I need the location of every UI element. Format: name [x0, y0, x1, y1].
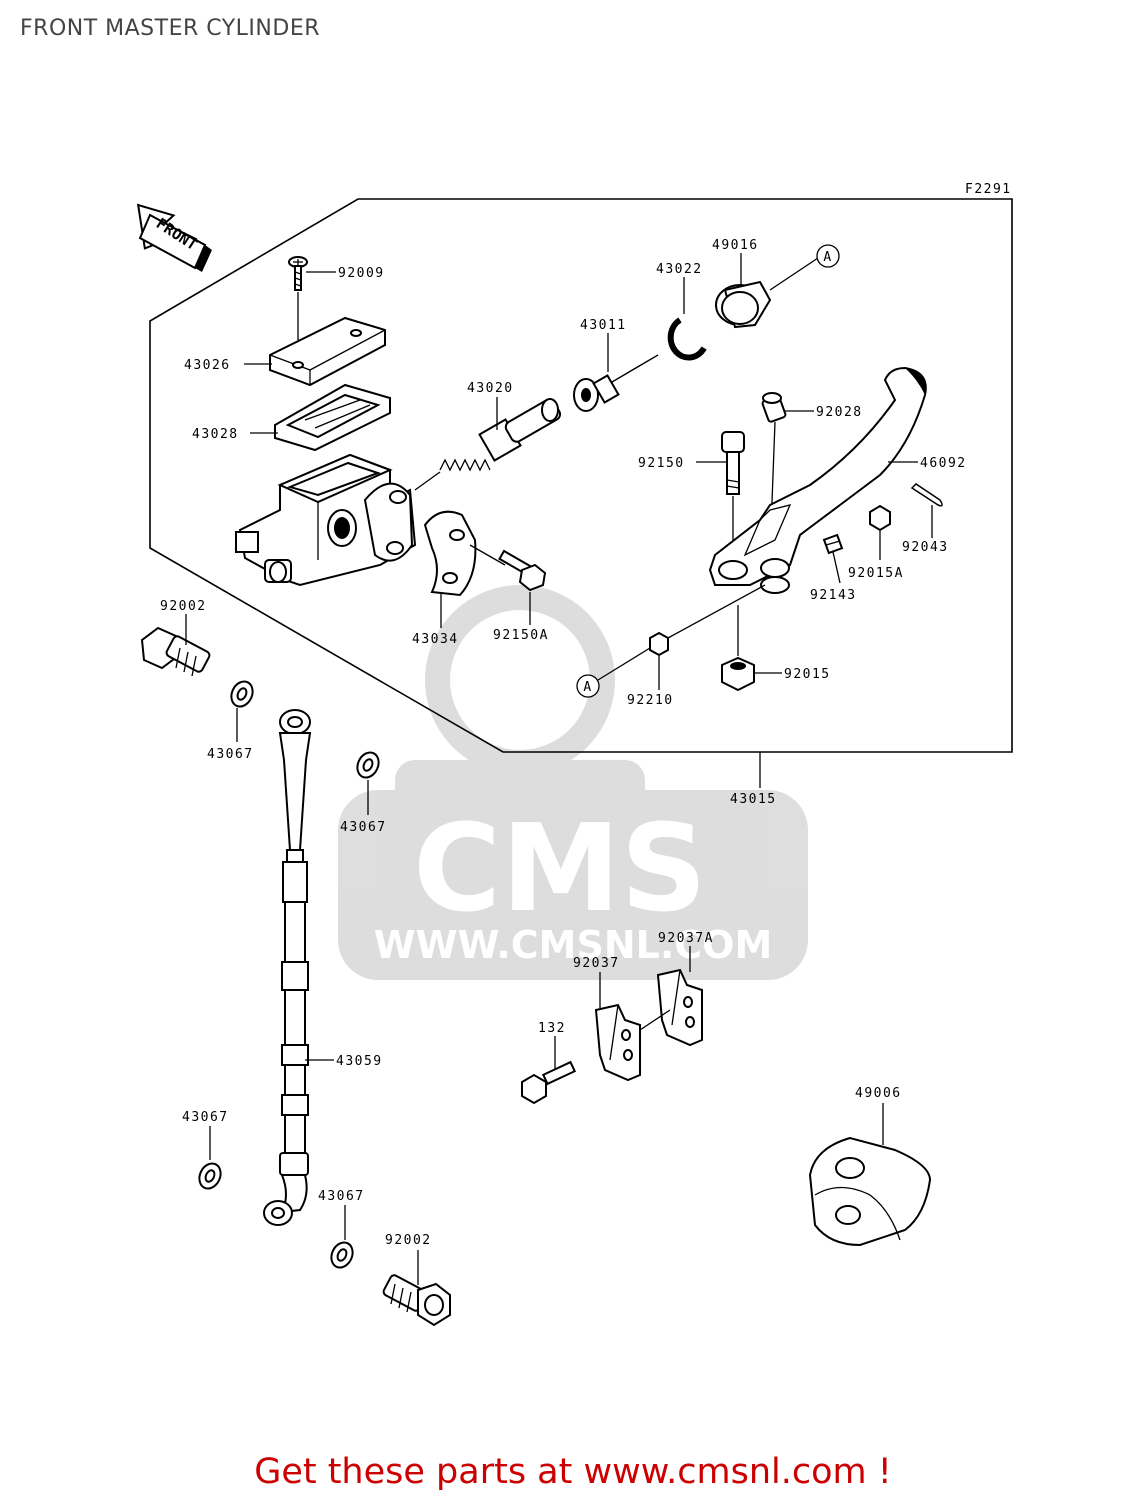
washer-c-icon: [198, 1162, 222, 1190]
watermark: CMS WWW.CMSNL.COM: [338, 585, 808, 980]
label-43067-d: 43067: [318, 1189, 365, 1204]
switch-housing-icon: [808, 1136, 932, 1247]
cotter-pin-icon: [910, 483, 943, 507]
clamp-bolt-icon: [498, 549, 547, 592]
label-92028: 92028: [816, 405, 863, 420]
nut-92210-icon: [649, 631, 669, 657]
svg-text:A: A: [823, 250, 832, 265]
label-49006: 49006: [855, 1086, 902, 1101]
banjo-bolt-bottom-icon: [382, 1274, 451, 1327]
label-43020: 43020: [467, 381, 514, 396]
footer-cta-link[interactable]: Get these parts at www.cmsnl.com !: [254, 1452, 892, 1492]
label-43015: 43015: [730, 792, 777, 807]
figure-code: F2291: [965, 182, 1012, 197]
label-46092: 46092: [920, 456, 967, 471]
screw-92009-icon: [288, 256, 308, 291]
label-92143: 92143: [810, 588, 857, 603]
watermark-url: WWW.CMSNL.COM: [374, 923, 773, 967]
piston-spring-icon: [439, 398, 562, 472]
label-43059: 43059: [336, 1054, 383, 1069]
brake-hose-icon: [263, 709, 312, 1226]
assembly-frame: [149, 198, 1013, 753]
adjuster-icon: [822, 533, 844, 555]
circlip-icon: [667, 317, 707, 361]
banjo-bolt-top-icon: [140, 626, 211, 677]
hose-clamp-a-icon: [656, 968, 703, 1047]
lever-pin-icon: [761, 392, 787, 423]
dust-boot-icon: [715, 280, 772, 329]
label-43028: 43028: [192, 427, 239, 442]
nut-92015a-icon: [869, 504, 891, 532]
push-rod-icon: [573, 354, 659, 412]
page-title: FRONT MASTER CYLINDER: [20, 16, 321, 41]
label-92015A: 92015A: [848, 566, 904, 581]
label-92210: 92210: [627, 693, 674, 708]
handlebar-clamp-icon: [423, 510, 477, 597]
watermark-brand: CMS: [413, 800, 707, 939]
label-92150: 92150: [638, 456, 685, 471]
label-92037A: 92037A: [658, 931, 714, 946]
label-43034: 43034: [412, 632, 459, 647]
label-43022: 43022: [656, 262, 703, 277]
label-92043: 92043: [902, 540, 949, 555]
washer-d-icon: [330, 1241, 354, 1269]
pivot-bolt-icon: [721, 431, 745, 495]
label-43067-a: 43067: [207, 747, 254, 762]
clamp-bolt-132-icon: [521, 1060, 577, 1105]
label-43026: 43026: [184, 358, 231, 373]
diaphragm-icon: [274, 383, 391, 452]
ref-marker-a-bottom: A: [576, 674, 600, 698]
svg-text:A: A: [583, 680, 592, 695]
label-43011: 43011: [580, 318, 627, 333]
nut-92015-icon: [721, 656, 755, 692]
label-92015: 92015: [784, 667, 831, 682]
label-43067-c: 43067: [182, 1110, 229, 1125]
label-49016: 49016: [712, 238, 759, 253]
brake-lever-icon: [708, 366, 927, 594]
label-92002-top: 92002: [160, 599, 207, 614]
master-cylinder-body-icon: [235, 453, 417, 587]
label-92150A: 92150A: [493, 628, 549, 643]
label-92002-bottom: 92002: [385, 1233, 432, 1248]
ref-marker-a-top: A: [816, 244, 840, 268]
hose-clamp-icon: [594, 1003, 641, 1082]
label-92037: 92037: [573, 956, 620, 971]
reservoir-cap-icon: [269, 316, 386, 387]
label-132: 132: [538, 1021, 566, 1036]
washer-a-icon: [230, 680, 254, 708]
front-arrow-icon: FRONT: [136, 203, 212, 272]
label-92009: 92009: [338, 266, 385, 281]
label-43067-b: 43067: [340, 820, 387, 835]
washer-b-icon: [356, 751, 380, 779]
